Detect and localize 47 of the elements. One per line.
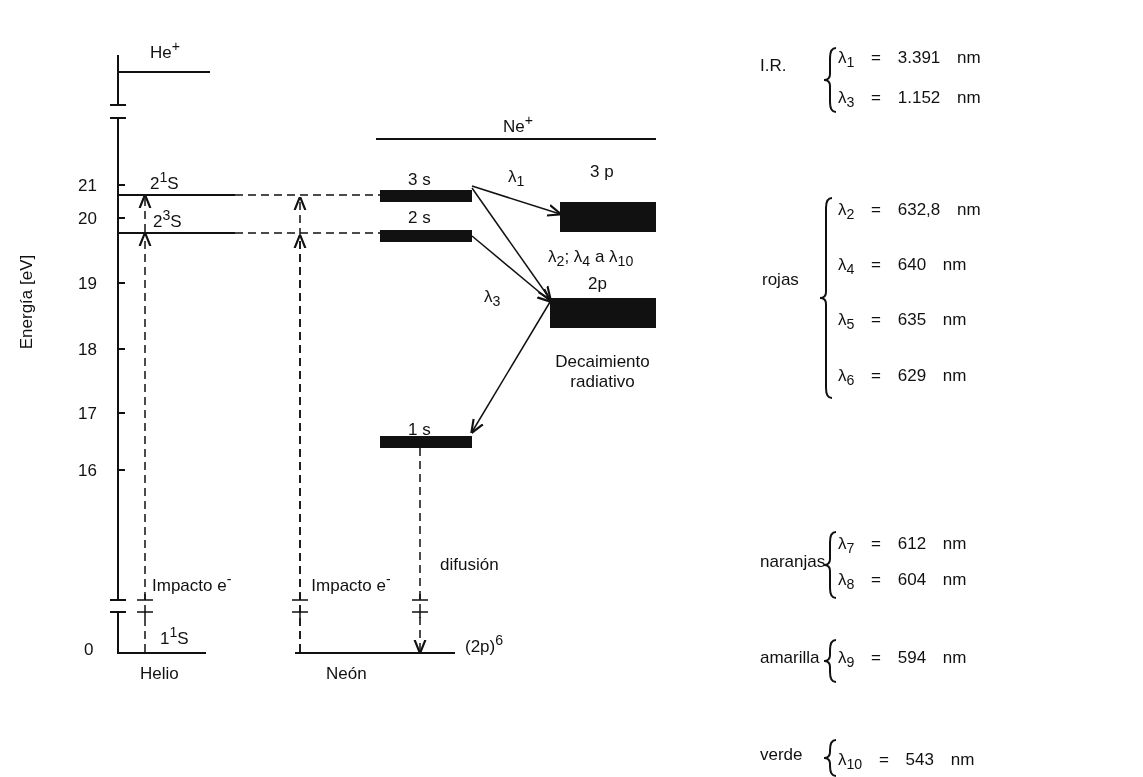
group-label: naranjas — [760, 552, 826, 572]
level-label: 2p — [588, 274, 607, 294]
wavelength-value: λ$_{4}$ = 640 nm — [838, 255, 967, 278]
group-label: rojas — [762, 270, 799, 290]
level-label: 2$^{1}$S — [150, 169, 179, 194]
level-label: 3 p — [590, 162, 614, 182]
tick-label: 18 — [78, 340, 97, 360]
connector-line — [234, 194, 381, 196]
tick-label: 17 — [78, 404, 97, 424]
level-label: 2 s — [408, 208, 431, 228]
connector-line — [234, 232, 381, 234]
energy-level-bar — [380, 208, 472, 242]
level-label: He$^{+}$ — [150, 38, 180, 63]
level-label: 1 s — [408, 420, 431, 440]
energy-level-bar — [380, 420, 472, 448]
level-label: 1$^{1}$S — [160, 624, 189, 649]
tick-label: 0 — [84, 640, 94, 660]
tick-label: 21 — [78, 176, 97, 196]
group-label: I.R. — [760, 56, 787, 76]
arrow — [471, 185, 563, 217]
axis-title: Energía [eV] — [17, 254, 38, 350]
tick-label: 16 — [78, 461, 97, 481]
wavelength-value: λ$_{5}$ = 635 nm — [838, 310, 967, 333]
wavelength-value: λ$_{10}$ = 543 nm — [838, 750, 975, 773]
arrow — [471, 235, 553, 303]
level-label: 3 s — [408, 170, 431, 190]
element-label: Helio — [140, 664, 179, 684]
level-label: 2$^{3}$S — [153, 207, 182, 232]
energy-level-bar — [380, 170, 472, 202]
tick-label: 19 — [78, 274, 97, 294]
level-label: Ne$^{+}$ — [503, 112, 533, 137]
level-caption: Decaimiento radiativo — [554, 352, 651, 392]
arrow — [470, 301, 551, 435]
tick-label: 20 — [78, 209, 97, 229]
wavelength-value: λ$_{6}$ = 629 nm — [838, 366, 967, 389]
element-label: Neón — [326, 664, 367, 684]
wavelength-value: λ$_{9}$ = 594 nm — [838, 648, 967, 671]
wavelength-value: λ$_{8}$ = 604 nm — [838, 570, 967, 593]
level-label: (2p)$^{6}$ — [465, 632, 504, 657]
arrow — [138, 193, 152, 233]
wavelength-value: λ$_{7}$ = 612 nm — [838, 534, 967, 557]
arrow — [138, 231, 152, 653]
wavelength-value: λ$_{3}$ = 1.152 nm — [838, 88, 981, 111]
group-label: verde — [760, 745, 803, 765]
wavelength-value: λ$_{1}$ = 3.391 nm — [838, 48, 981, 71]
group-label: amarilla — [760, 648, 820, 668]
wavelength-value: λ$_{2}$ = 632,8 nm — [838, 200, 981, 223]
